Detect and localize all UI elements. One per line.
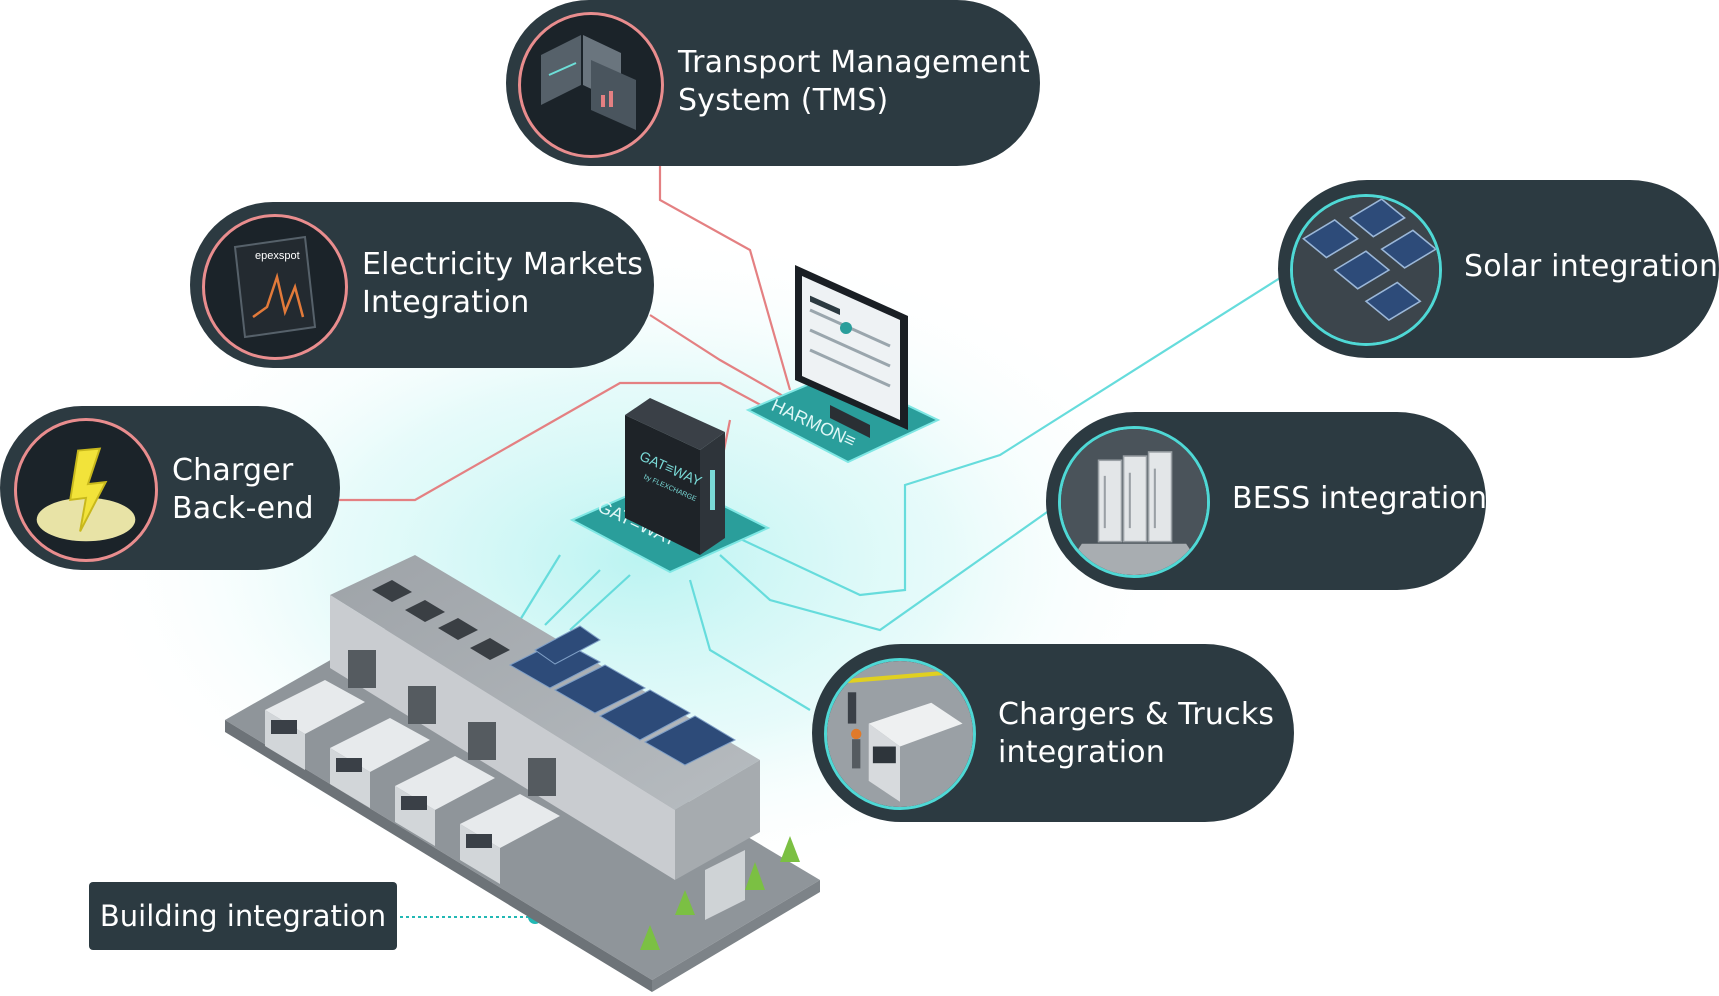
markets-line2: Integration [362,285,530,320]
link-markets [649,314,791,401]
bess-cabinets [705,850,745,920]
tms-node: Transport Management System (TMS) [506,0,1040,166]
link-tms [658,160,792,391]
epexspot-logo: epexspot [255,250,300,262]
markets-node: epexspot Electricity Markets Integration [190,202,654,368]
solar-panel-icon [1290,194,1442,346]
chargers-trucks-line2: integration [998,735,1165,770]
gateway-device: GAT≡WAY by FLEXCHARGE [625,398,725,555]
building-integration-label: Building integration [89,882,397,950]
solar-node: Solar integration [1278,180,1719,358]
link-bess [719,509,1051,632]
tms-line2: System (TMS) [678,83,889,118]
monitors-icon [518,12,664,158]
charger-backend-line2: Back-end [172,491,314,526]
tms-line1: Transport Management [678,45,1030,80]
charger-backend-line1: Charger [172,453,294,488]
charger-backend-node: Charger Back-end [0,406,340,570]
link-chargers-trucks [688,579,811,711]
lightning-icon [14,418,158,562]
link-solar [699,277,1281,597]
link-building-a [519,554,561,621]
teal-links [519,277,1281,711]
chargers-trucks-line1: Chargers & Trucks [998,697,1275,732]
chargers-trucks-node: Chargers & Trucks integration [812,644,1294,822]
battery-cabinet-icon [1058,426,1210,578]
harmony-monitor [795,265,908,438]
link-building-c [569,574,631,631]
building-illustration [225,555,820,992]
truck-charger-icon [824,658,976,810]
bess-label: BESS integration [1232,481,1488,516]
truck-row [265,680,560,884]
markets-line1: Electricity Markets [362,247,644,282]
bess-node: BESS integration [1046,412,1488,590]
link-charger-backend [335,381,771,502]
link-building-b [544,569,601,626]
solar-label: Solar integration [1464,249,1719,284]
price-chart-icon: epexspot [202,214,348,360]
trees [640,836,800,950]
